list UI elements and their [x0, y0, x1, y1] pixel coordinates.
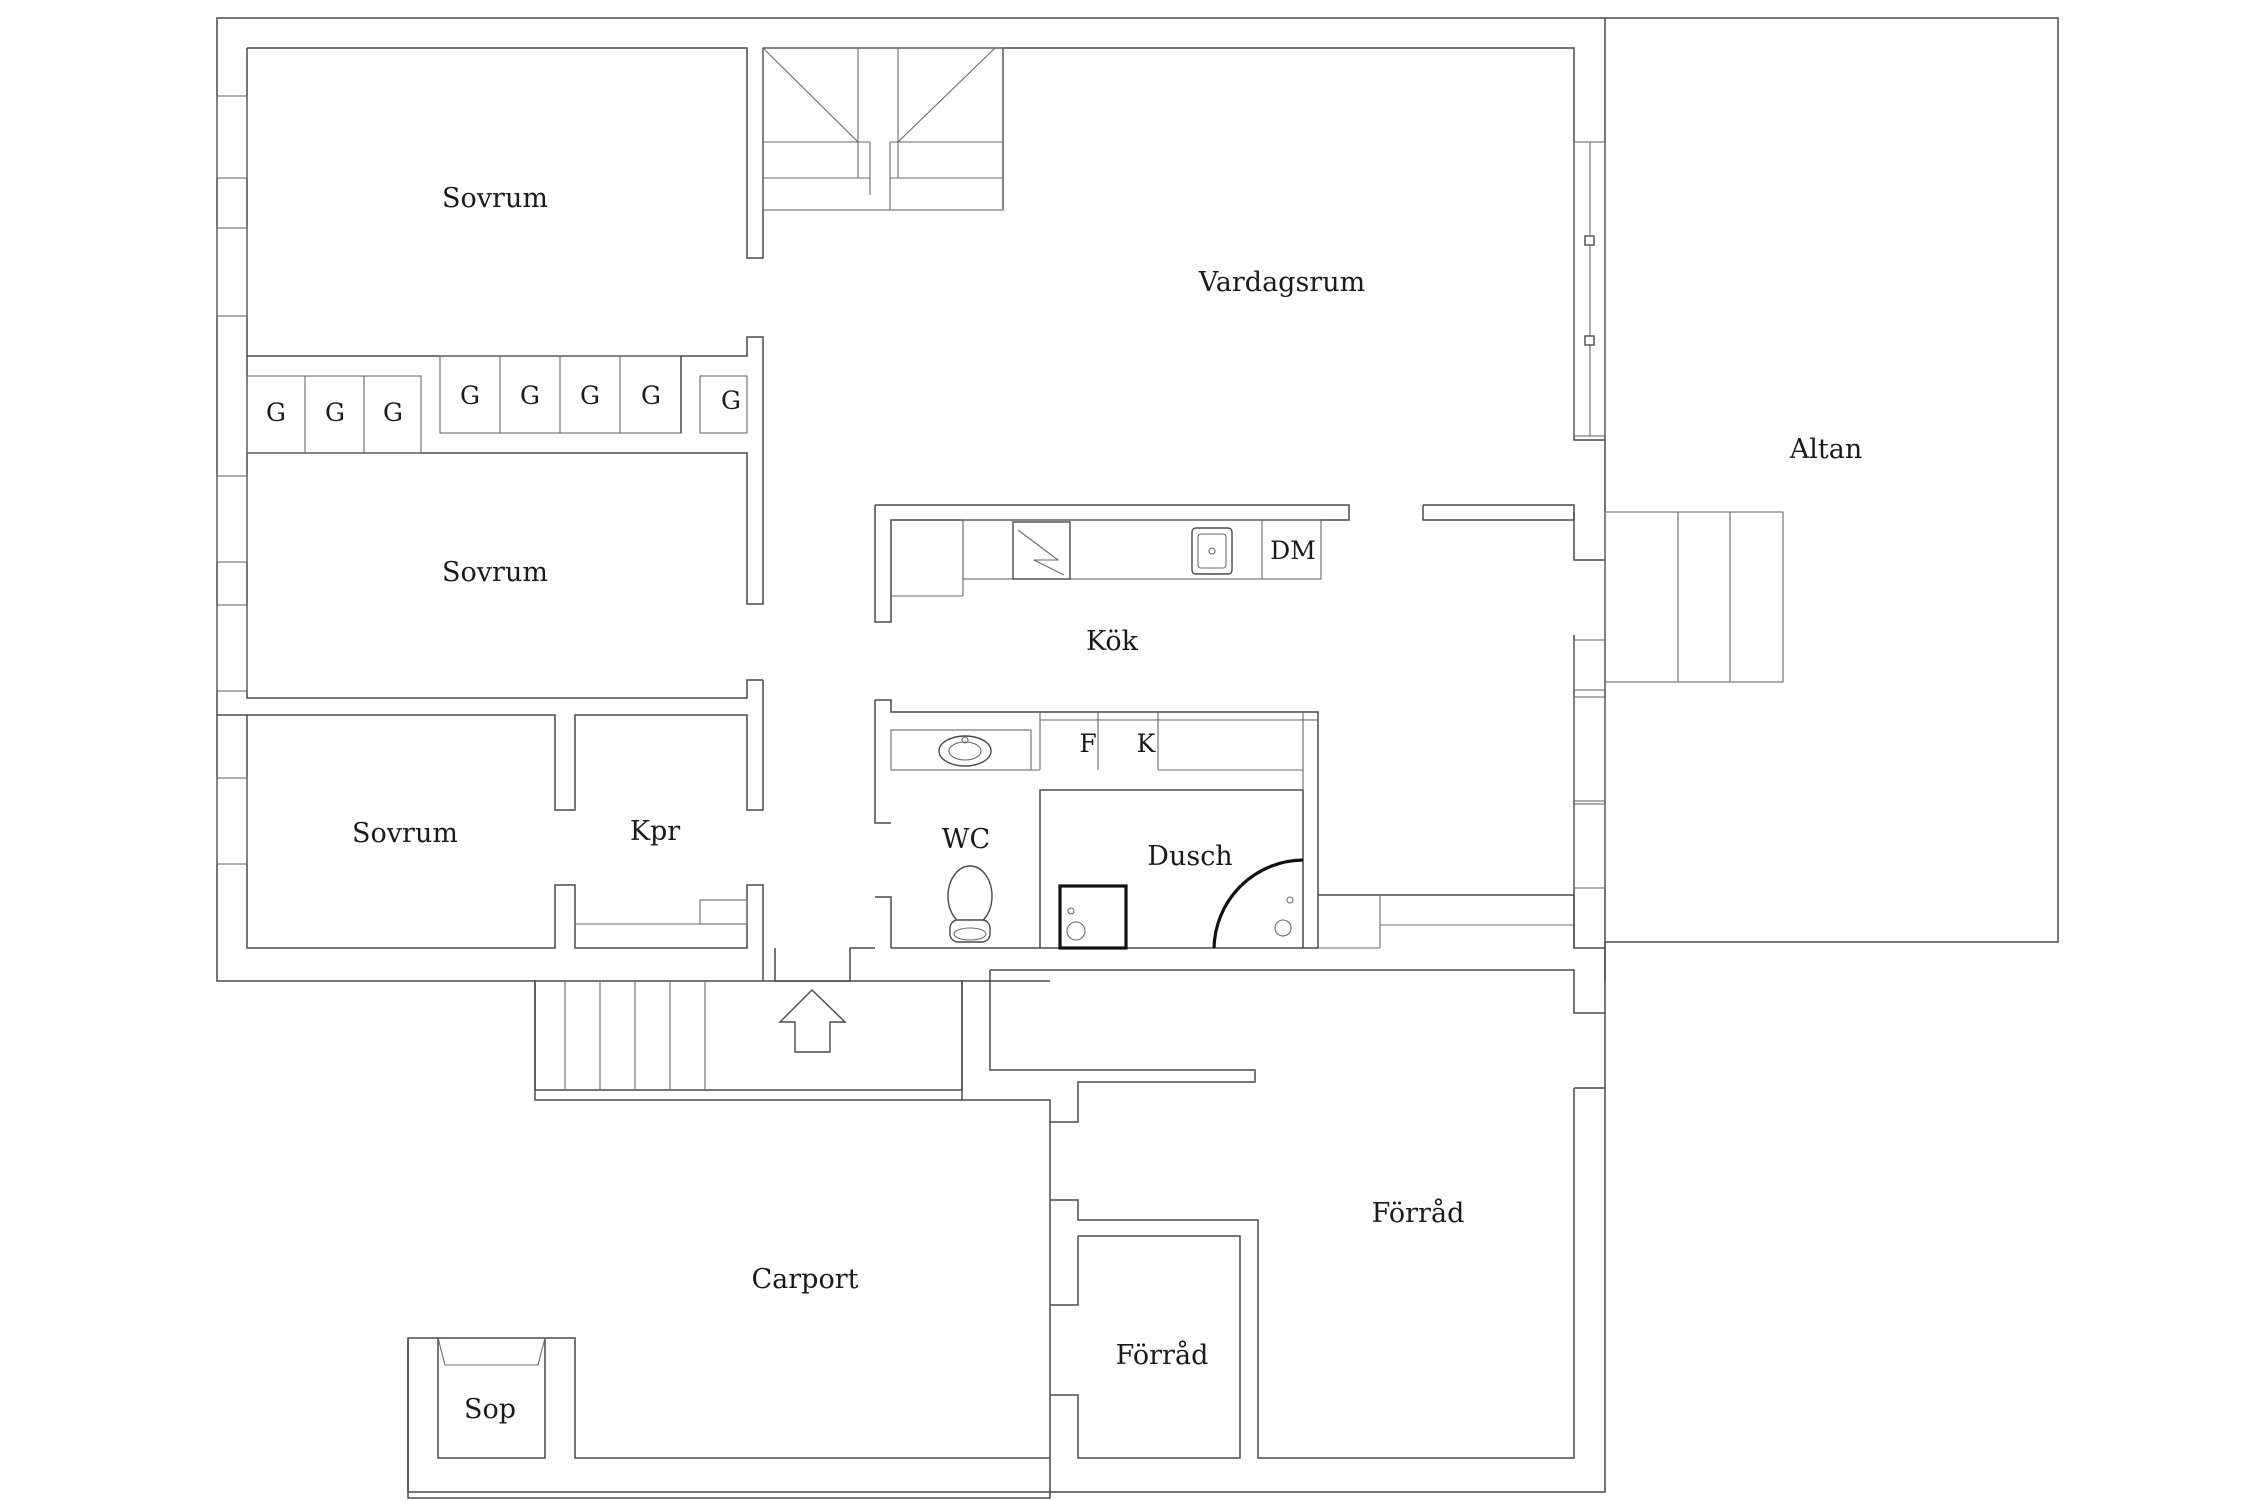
label-dishwasher: DM [1270, 536, 1316, 565]
label-altan: Altan [1789, 434, 1862, 465]
label-wc: WC [942, 824, 990, 855]
label-sovrum-top: Sovrum [442, 183, 548, 214]
altan-steps [1604, 511, 1784, 683]
wardrobes [246, 355, 748, 454]
label-kok: Kök [1086, 626, 1139, 657]
label-dusch: Dusch [1147, 841, 1232, 872]
entrance-arrow-icon [778, 989, 847, 1053]
label-wardrobe: G [383, 398, 403, 427]
wc-fixtures [890, 712, 1318, 950]
label-vardagsrum: Vardagsrum [1198, 267, 1365, 298]
label-wardrobe: G [580, 381, 600, 410]
label-sovrum-middle: Sovrum [442, 557, 548, 588]
label-wardrobe: G [266, 398, 286, 427]
label-wardrobe: G [721, 386, 741, 415]
label-sovrum-bottom: Sovrum [352, 818, 458, 849]
label-forrad-small: Förråd [1116, 1339, 1209, 1371]
label-wardrobe: G [460, 381, 480, 410]
label-forrad-large: Förråd [1372, 1197, 1465, 1229]
label-carport: Carport [752, 1264, 859, 1295]
staircase [762, 47, 1004, 211]
label-fridge: K [1137, 729, 1157, 758]
label-kpr: Kpr [630, 816, 680, 847]
inner-walls [217, 47, 1605, 1459]
label-freezer: F [1079, 729, 1096, 758]
outer-walls [216, 17, 2059, 1499]
windows [216, 95, 1606, 889]
label-wardrobe: G [325, 398, 345, 427]
label-sop: Sop [464, 1394, 516, 1425]
label-wardrobe: G [641, 381, 661, 410]
fixture-labels: G G G G G G G G DM F K [266, 381, 1316, 758]
label-wardrobe: G [520, 381, 540, 410]
room-labels: Sovrum Vardagsrum Altan Sovrum Kök Sovru… [352, 183, 1862, 1425]
kitchen-counter [891, 519, 1322, 597]
